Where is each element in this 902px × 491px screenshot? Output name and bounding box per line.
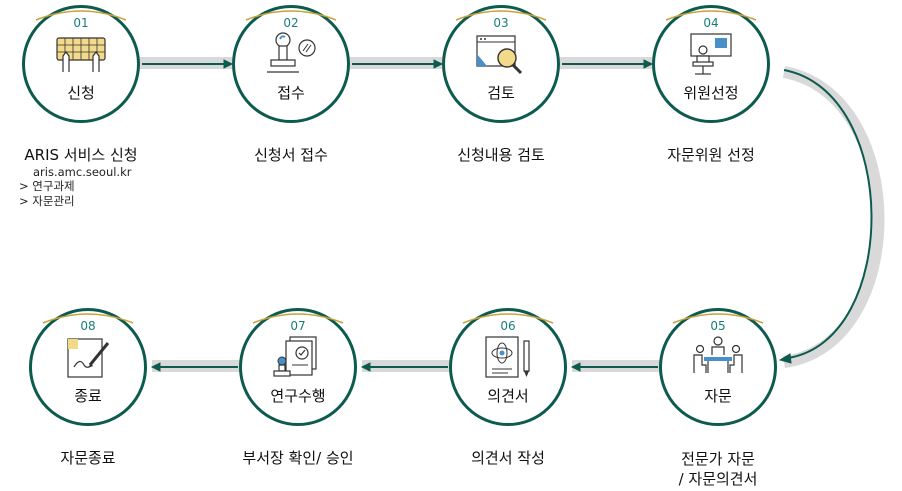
stamp-icon bbox=[267, 32, 316, 73]
step-description: ARIS 서비스 신청 bbox=[24, 146, 138, 164]
step-label: 자문 bbox=[704, 387, 732, 405]
step-description: 부서장 확인/ 승인 bbox=[242, 449, 354, 467]
step-number: 05 bbox=[710, 319, 726, 333]
step-number: 04 bbox=[703, 16, 719, 30]
gold-arc bbox=[455, 10, 547, 21]
arrow-7-8 bbox=[150, 362, 238, 372]
step-description-line2: / 자문의견서 bbox=[678, 470, 758, 488]
step-description: 자문종료 bbox=[60, 449, 116, 467]
step-description: 신청서 접수 bbox=[254, 146, 328, 164]
gold-arc bbox=[35, 10, 127, 21]
meeting-icon bbox=[693, 336, 743, 373]
gold-arc bbox=[42, 313, 134, 324]
presenter-icon bbox=[690, 33, 732, 75]
step-circle bbox=[239, 308, 357, 426]
arrow-1-2 bbox=[142, 59, 234, 69]
step-number: 07 bbox=[290, 319, 306, 333]
step-number: 08 bbox=[80, 319, 96, 333]
arrow-6-7 bbox=[360, 362, 448, 372]
step-label: 검토 bbox=[487, 84, 515, 102]
step-circle bbox=[659, 308, 777, 426]
arrow-3-4 bbox=[562, 59, 654, 69]
site-menu-path: > 연구과제 > 자문관리 bbox=[19, 179, 75, 208]
step-description: 자문위원 선정 bbox=[667, 146, 755, 164]
step-circle bbox=[22, 5, 140, 123]
gold-arc bbox=[252, 313, 344, 324]
arrow-4-5 bbox=[778, 69, 873, 364]
step-label: 접수 bbox=[277, 84, 305, 102]
step-label: 연구수행 bbox=[270, 387, 326, 405]
keyboard-icon bbox=[56, 37, 106, 72]
step-description: 신청내용 검토 bbox=[457, 146, 545, 164]
approval-docs-icon bbox=[273, 336, 317, 377]
step-number: 01 bbox=[73, 16, 89, 30]
step-description-line1: 전문가 자문 bbox=[681, 450, 755, 468]
step-label: 의견서 bbox=[487, 387, 529, 405]
document-pen-icon bbox=[485, 336, 530, 378]
sign-pad-icon bbox=[67, 338, 110, 378]
step-label: 위원선정 bbox=[683, 84, 739, 102]
arrow-2-3 bbox=[352, 59, 444, 69]
step-description: 전문가 자문 / 자문의견서 bbox=[608, 449, 828, 489]
gold-arc bbox=[665, 10, 757, 21]
step-description: 의견서 작성 bbox=[471, 449, 545, 467]
track-4-5 bbox=[782, 66, 885, 368]
magnifier-window-icon bbox=[476, 35, 523, 75]
step-number: 03 bbox=[493, 16, 509, 30]
step-number: 06 bbox=[500, 319, 516, 333]
arrow-5-6 bbox=[570, 362, 658, 372]
gold-arc bbox=[672, 313, 764, 324]
step-label: 종료 bbox=[74, 387, 102, 405]
gold-arc bbox=[462, 313, 554, 324]
gold-arc bbox=[245, 10, 337, 21]
step-circle bbox=[449, 308, 567, 426]
step-number: 02 bbox=[283, 16, 299, 30]
step-label: 신청 bbox=[67, 84, 95, 102]
site-url: aris.amc.seoul.kr bbox=[33, 165, 132, 179]
